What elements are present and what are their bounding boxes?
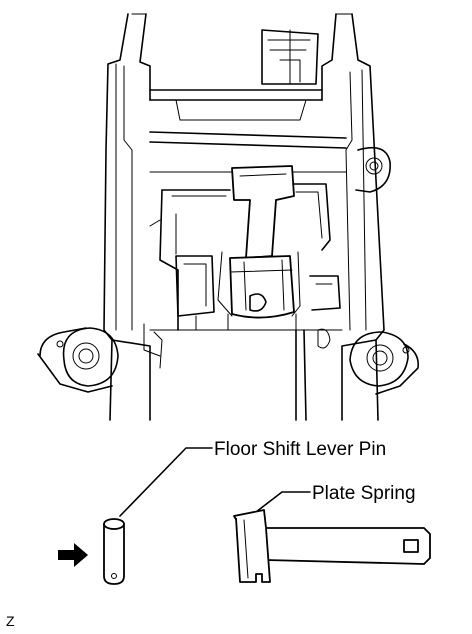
pin-leader-line (119, 447, 213, 517)
right-arrow-icon (58, 543, 88, 567)
spring-leader-line (255, 491, 311, 513)
shift-lever-housing (37, 13, 420, 421)
spring-label: Plate Spring (312, 483, 416, 504)
plate-spring (233, 509, 431, 583)
floor-shift-lever-pin (103, 518, 125, 585)
pin-label: Floor Shift Lever Pin (214, 439, 386, 460)
shift-lever (217, 165, 301, 331)
figure-code: Z (6, 613, 15, 629)
